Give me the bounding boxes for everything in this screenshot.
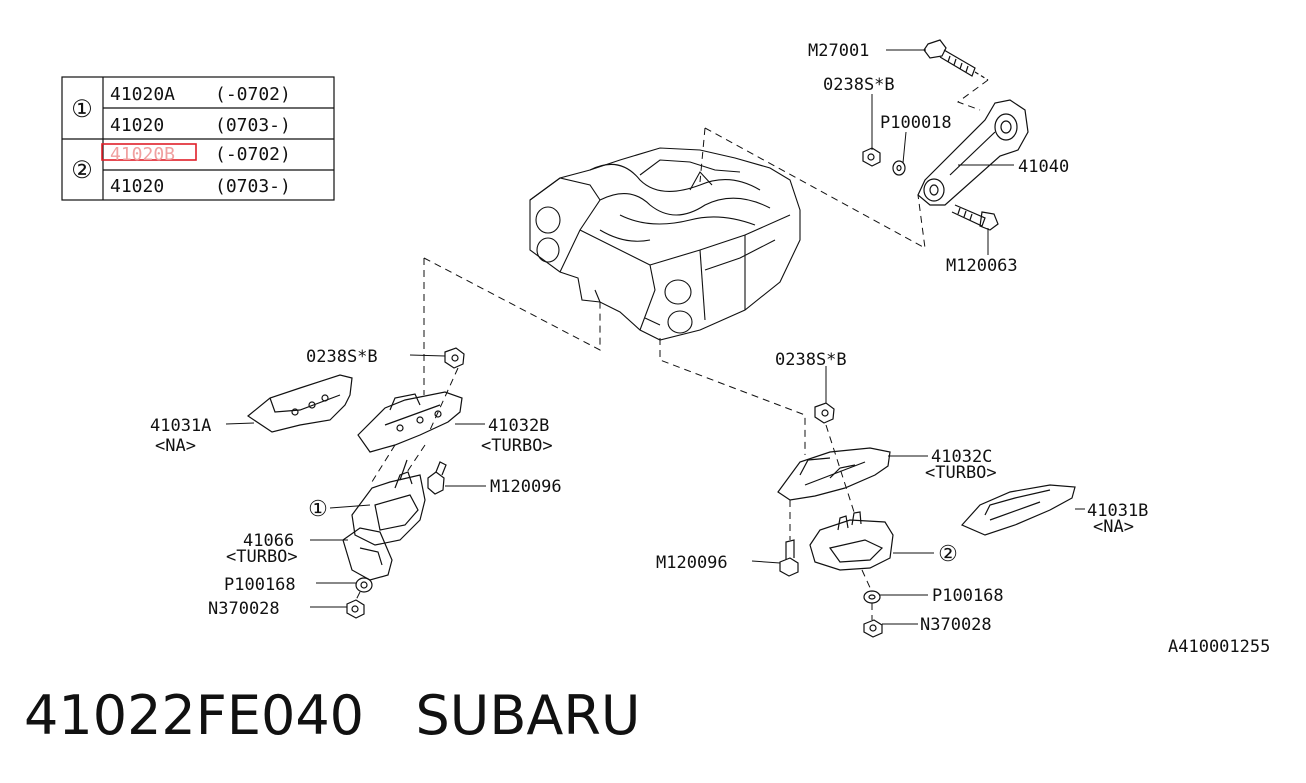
- label-n370028-left: N370028: [208, 599, 280, 619]
- table-part-4: 41020: [110, 176, 164, 197]
- washer-p100168-left: [355, 577, 373, 593]
- part-caption: 41022FE040 SUBARU: [24, 684, 640, 747]
- label-p100168-right: P100168: [932, 586, 1004, 606]
- label-p100168-left: P100168: [224, 575, 296, 595]
- label-m120096-left: M120096: [490, 477, 562, 497]
- label-m120063: M120063: [946, 256, 1018, 276]
- label-turbo-b: <TURBO>: [481, 436, 553, 456]
- engine-block: [529, 147, 801, 341]
- table-part-1: 41020A: [110, 84, 175, 105]
- label-circle-2: ②: [938, 542, 958, 567]
- callout-labels: M27001 0238S*B P100018 41040 M120063 023…: [150, 41, 1270, 657]
- diagram-code: A410001255: [1168, 637, 1270, 657]
- label-m27001: M27001: [808, 41, 869, 61]
- nut-0238sb-right: [814, 402, 835, 424]
- table-range-2: (0703-): [215, 115, 291, 136]
- label-p100018: P100018: [880, 113, 952, 133]
- caption-part-number: 41022FE040: [24, 684, 365, 747]
- label-41066: 41066: [243, 531, 294, 551]
- label-n370028-right: N370028: [920, 615, 992, 635]
- label-0238sb-right: 0238S*B: [775, 350, 847, 370]
- bracket-41031a: [246, 374, 353, 433]
- table-range-1: (-0702): [215, 84, 291, 105]
- label-41031a: 41031A: [150, 416, 211, 436]
- nut-n370028-right: [863, 619, 883, 638]
- table-marker-1: ①: [71, 95, 93, 123]
- bolt-m27001: [923, 39, 989, 81]
- bracket-41032b: [357, 391, 463, 453]
- label-41032c: 41032C: [931, 447, 992, 467]
- dashed-guides: [355, 79, 989, 620]
- nut-0238sb-top: [862, 147, 881, 167]
- parts-table: [61, 76, 335, 201]
- washer-p100168-right: [863, 590, 881, 604]
- bracket-41031b: [960, 484, 1076, 536]
- table-range-3: (-0702): [215, 144, 291, 165]
- label-0238sb-top: 0238S*B: [823, 75, 895, 95]
- label-m120096-right: M120096: [656, 553, 728, 573]
- bracket-41032c: [777, 447, 891, 501]
- nut-0238sb-left: [444, 347, 465, 369]
- label-turbo-66: <TURBO>: [226, 547, 298, 567]
- label-na-right: <NA>: [1093, 517, 1134, 537]
- bolt-m120096-right: [779, 539, 799, 577]
- heat-shield-41066: [342, 527, 393, 581]
- table-text: ① ② 41020A (-0702) 41020 (0703-) 41020B …: [71, 84, 291, 197]
- bolt-m120096-left: [427, 461, 447, 495]
- label-na-left: <NA>: [155, 436, 196, 456]
- parts-diagram: ① ② 41020A (-0702) 41020 (0703-) 41020B …: [61, 39, 1270, 657]
- table-part-3: 41020B: [110, 144, 175, 165]
- nut-n370028-left: [346, 599, 365, 619]
- label-41040: 41040: [1018, 157, 1069, 177]
- washer-p100018: [892, 160, 906, 176]
- table-part-2: 41020: [110, 115, 164, 136]
- label-41031b: 41031B: [1087, 501, 1148, 521]
- caption-brand: SUBARU: [415, 684, 641, 747]
- leader-lines: [225, 49, 1085, 625]
- label-circle-1: ①: [308, 497, 328, 522]
- table-marker-2: ②: [71, 156, 93, 184]
- mount-41020-right: [809, 511, 894, 571]
- label-41032b: 41032B: [488, 416, 549, 436]
- table-range-4: (0703-): [215, 176, 291, 197]
- label-turbo-c: <TURBO>: [925, 463, 997, 483]
- mount-41020-left: [351, 459, 426, 546]
- bolt-m120063: [951, 204, 999, 231]
- torque-rod-41040: [917, 99, 1029, 206]
- highlight-box: [101, 143, 197, 161]
- label-0238sb-left: 0238S*B: [306, 347, 378, 367]
